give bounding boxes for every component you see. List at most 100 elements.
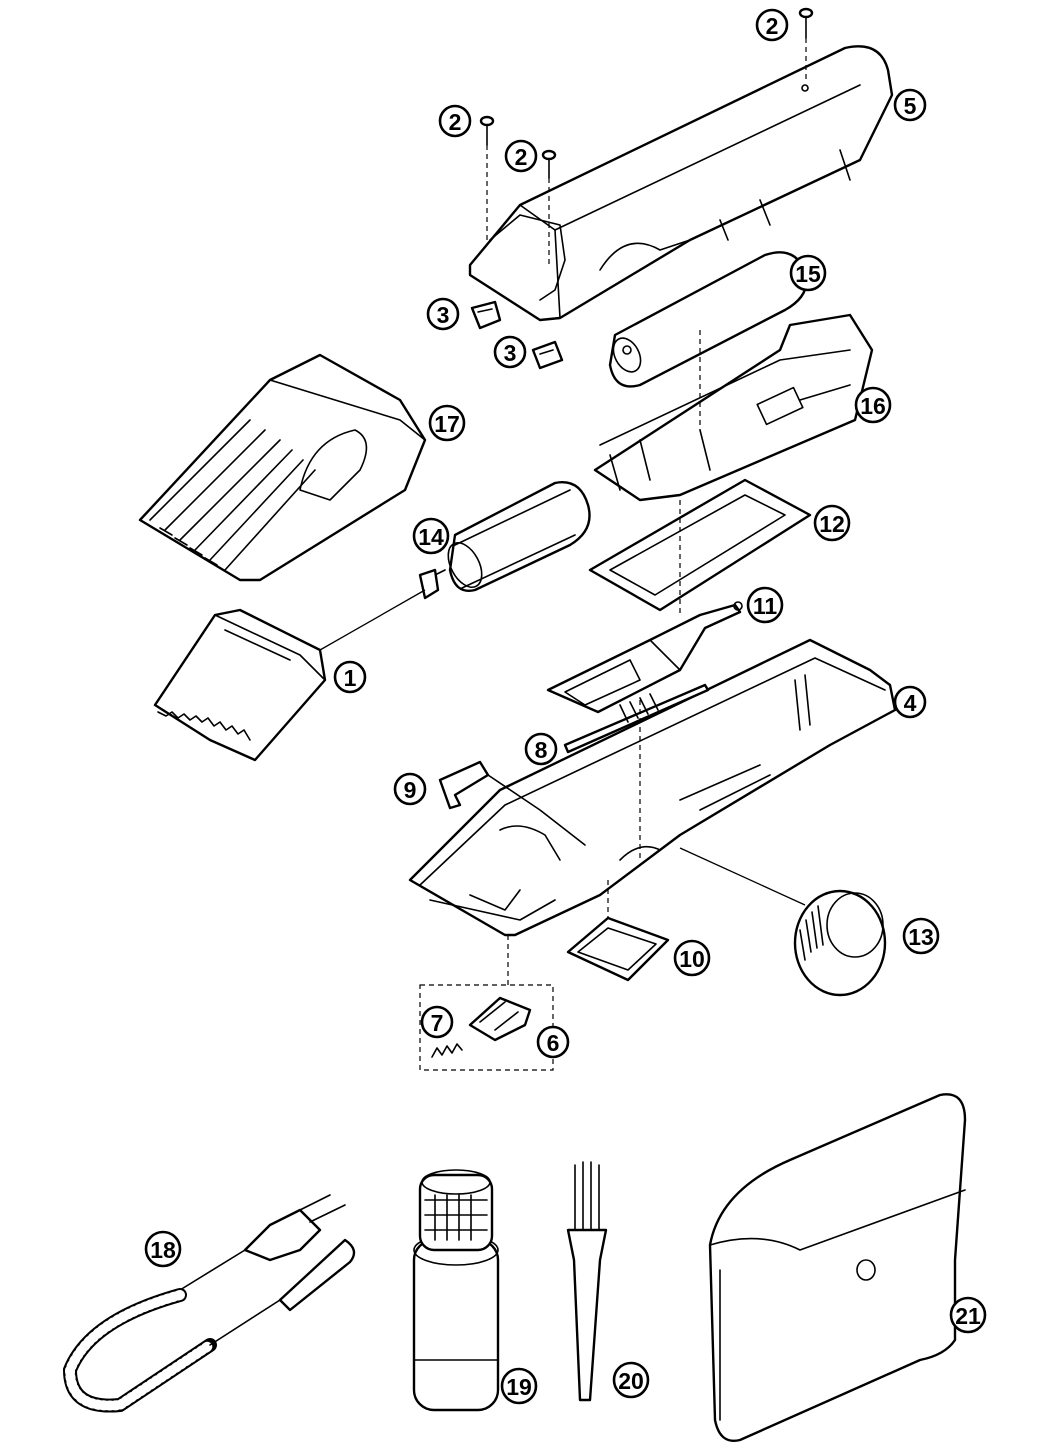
callout-number: 3 [504, 340, 517, 366]
ac-cord[interactable] [62, 1194, 356, 1413]
motor-frame[interactable] [593, 313, 874, 502]
callout-number: 19 [506, 1374, 532, 1400]
callout-c1: 1 [333, 660, 367, 694]
callout-c20: 20 [612, 1361, 650, 1399]
callout-c15: 15 [789, 254, 827, 292]
callout-circle [789, 254, 827, 292]
callout-number: 8 [535, 737, 548, 763]
callout-number: 2 [515, 144, 528, 170]
callout-c5: 5 [893, 88, 927, 122]
callout-c13: 13 [902, 917, 940, 955]
callout-c19: 19 [500, 1367, 538, 1405]
callout-circle [612, 1361, 650, 1399]
callout-circle [412, 517, 450, 555]
callout-c11: 11 [746, 586, 784, 624]
callout-c9: 9 [393, 772, 427, 806]
upper-housing[interactable] [468, 45, 894, 322]
callout-c12: 12 [813, 504, 851, 542]
callout-number: 14 [418, 524, 444, 550]
callout-c8: 8 [524, 732, 558, 766]
switch-lever[interactable] [546, 601, 743, 714]
callout-number: 4 [904, 690, 917, 716]
callout-number: 2 [449, 109, 462, 135]
spring-clip[interactable] [438, 760, 586, 846]
knob-spring[interactable] [431, 1043, 463, 1058]
leader-lines [639, 330, 701, 860]
callout-number: 15 [795, 261, 821, 287]
terminal-cover[interactable] [566, 880, 670, 982]
callout-c17: 17 [428, 404, 466, 442]
callout-circle [504, 139, 538, 173]
callout-c2b: 2 [438, 104, 472, 138]
callout-circle [746, 586, 784, 624]
insulator-sheet[interactable] [588, 478, 812, 612]
callout-circle [144, 1230, 182, 1268]
callout-c3b: 3 [493, 335, 527, 369]
switch-rod[interactable] [563, 683, 710, 754]
callout-number: 20 [618, 1368, 644, 1394]
callout-c18: 18 [144, 1230, 182, 1268]
callout-number: 9 [404, 777, 417, 803]
switch-knob-group [419, 935, 554, 1071]
callout-number: 2 [766, 13, 779, 39]
callout-number: 13 [908, 924, 934, 950]
screw-a[interactable] [798, 7, 814, 80]
callout-number: 3 [437, 302, 450, 328]
screw-b[interactable] [479, 115, 495, 240]
clip-a[interactable] [470, 300, 502, 330]
callout-c4: 4 [893, 685, 927, 719]
callout-circle [426, 297, 460, 331]
callout-c3a: 3 [426, 297, 460, 331]
battery[interactable] [608, 251, 808, 388]
callout-circle [673, 939, 711, 977]
callout-c6: 6 [536, 1025, 570, 1059]
callout-circle [438, 104, 472, 138]
adjust-dial[interactable] [679, 847, 887, 997]
callout-c7: 7 [420, 1005, 454, 1039]
callout-circle [428, 404, 466, 442]
callout-circle [813, 504, 851, 542]
callout-circle [420, 1005, 454, 1039]
callout-number: 10 [679, 946, 705, 972]
guide-comb[interactable] [138, 353, 427, 582]
callout-circle [393, 772, 427, 806]
cleaning-brush[interactable] [566, 1161, 608, 1402]
switch-knob[interactable] [468, 996, 532, 1042]
callout-circle [493, 335, 527, 369]
callout-circle [333, 660, 367, 694]
callout-circle [949, 1296, 987, 1334]
callout-circle [755, 8, 789, 42]
screw-c[interactable] [541, 149, 557, 265]
blade-set[interactable] [153, 589, 426, 762]
callout-c14: 14 [412, 517, 450, 555]
callout-number: 7 [431, 1010, 444, 1036]
lower-housing[interactable] [408, 638, 897, 937]
callout-number: 12 [819, 511, 845, 537]
callout-c21: 21 [949, 1296, 987, 1334]
oil-bottle[interactable] [412, 1169, 500, 1412]
callout-number: 6 [547, 1030, 560, 1056]
callout-number: 5 [904, 93, 917, 119]
callout-number: 21 [955, 1303, 981, 1329]
callout-c16: 16 [854, 386, 892, 424]
callout-circle [893, 88, 927, 122]
callout-circle [854, 386, 892, 424]
callout-circle [893, 685, 927, 719]
storage-pouch[interactable] [708, 1093, 967, 1442]
callout-number: 18 [150, 1237, 176, 1263]
clip-b[interactable] [531, 340, 564, 370]
callout-number: 1 [344, 665, 357, 691]
callout-circle [536, 1025, 570, 1059]
callout-circle [500, 1367, 538, 1405]
motor[interactable] [418, 481, 591, 600]
callout-number: 11 [753, 593, 778, 619]
callout-circle [524, 732, 558, 766]
callout-c10: 10 [673, 939, 711, 977]
callout-number: 17 [434, 411, 460, 437]
callout-c2a: 2 [755, 8, 789, 42]
callout-number: 16 [860, 393, 886, 419]
callout-circle [902, 917, 940, 955]
callout-c2c: 2 [504, 139, 538, 173]
